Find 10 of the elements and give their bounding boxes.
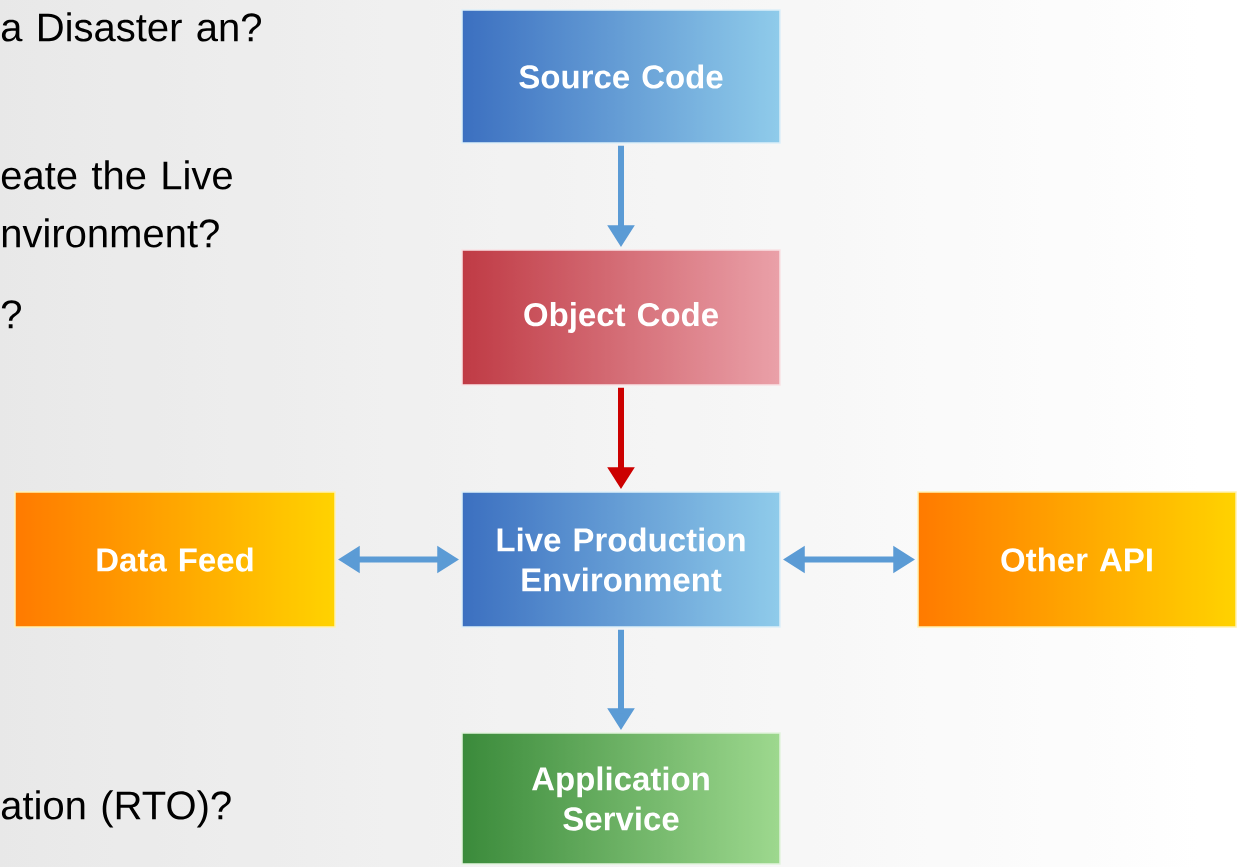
slide-text: eate the Live nvironment? [1, 160, 232, 248]
process-box: Data Feed [14, 491, 336, 628]
process-box: Other API [917, 491, 1237, 628]
slide-text: ? [1, 300, 21, 329]
slide-text: a Disaster an? [1, 12, 261, 42]
process-box: Source Code [461, 9, 781, 144]
process-box: Live Production Environment [461, 491, 781, 628]
process-box: Object Code [461, 249, 781, 386]
process-box: Application Service [461, 732, 781, 865]
slide-text: ation (RTO)? [1, 790, 231, 828]
